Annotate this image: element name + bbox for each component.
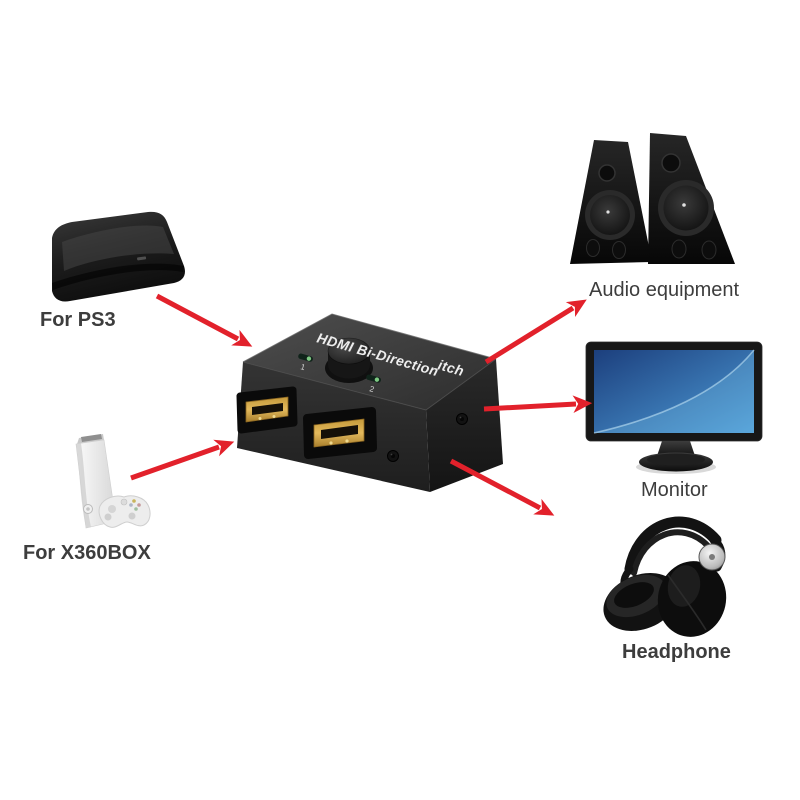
- label-for-x360box: For X360BOX: [23, 542, 151, 564]
- xbox-controller-button-x: [129, 503, 133, 507]
- monitor-screen-swoosh-line: [593, 349, 755, 434]
- hdmi-port-1-pin: [258, 417, 262, 420]
- ps3-logo-mark: [137, 256, 147, 261]
- xbox-controller-guide-button: [120, 498, 128, 506]
- headphone-image: [603, 516, 727, 637]
- xbox-controller-dpad: [108, 505, 116, 513]
- speakers-image: [570, 133, 735, 264]
- xbox-controller-stick-right: [128, 512, 136, 520]
- xbox-controller-button-b: [137, 503, 141, 507]
- speaker-right-woofer: [663, 185, 709, 231]
- monitor-base-top: [647, 453, 705, 466]
- hdmi-port-1: [236, 386, 298, 434]
- monitor-image: [585, 341, 763, 474]
- label-for-ps3: For PS3: [40, 309, 116, 331]
- xbox-controller-button-a: [134, 507, 138, 511]
- headphone-right-earcup-seam: [667, 574, 707, 631]
- hdmi-port-2-slot: [321, 425, 358, 439]
- led-1-label: 1: [299, 362, 306, 372]
- xbox-controller-body: [98, 495, 151, 528]
- speaker-right-tweeter: [661, 153, 681, 173]
- speaker-left-tweeter: [598, 164, 616, 182]
- connection-arrows: [130, 293, 593, 516]
- ps3-top-sheen: [62, 225, 174, 271]
- headphone-band-inner: [631, 529, 711, 576]
- speaker-left-port: [586, 239, 600, 257]
- xbox-controller-stick-left: [104, 513, 112, 521]
- hdmi-port-1-slot: [252, 403, 283, 415]
- hdmi-port-2-pin: [329, 441, 333, 445]
- speaker-left-port: [612, 241, 626, 259]
- led-2: [366, 374, 381, 383]
- switch-top-edge-highlight: [242, 313, 497, 363]
- speaker-right-port: [671, 239, 687, 259]
- headphone-silver-disc-center: [709, 554, 715, 560]
- arrow-switch-to-audio: [484, 299, 587, 365]
- switch-right-face: [426, 359, 503, 492]
- switch-title-line2: itch: [436, 356, 466, 379]
- screw: [387, 450, 399, 462]
- knob-top: [327, 337, 371, 365]
- arrow-ps3-to-switch: [155, 293, 253, 347]
- xbox360-console-image: [75, 434, 151, 529]
- speaker-left-dustcap: [606, 210, 610, 214]
- led-1-dot: [306, 356, 312, 361]
- monitor-screen: [594, 350, 754, 433]
- led-2-dot: [374, 377, 380, 382]
- switch-knob: [325, 337, 373, 383]
- xbox-top-vent: [81, 434, 102, 442]
- label-audio-equipment: Audio equipment: [589, 279, 740, 301]
- hdmi-port-2-pin: [345, 439, 349, 443]
- arrow-switch-to-headphone: [449, 458, 555, 516]
- switch-front-edge-highlight: [242, 358, 497, 411]
- led-1: [298, 353, 313, 362]
- xbox-power-dot: [86, 507, 90, 511]
- headphone-band-outer: [624, 516, 722, 575]
- label-headphone: Headphone: [622, 641, 731, 663]
- speaker-right-dustcap: [682, 203, 686, 207]
- arrow-xbox-to-switch: [130, 439, 235, 481]
- headphone-right-earcup-sheen: [667, 565, 701, 607]
- led-2-label: 2: [368, 384, 375, 394]
- ps3-console-image: [52, 211, 185, 302]
- hdmi-port-2: [303, 407, 377, 459]
- xbox-controller-button-y: [132, 499, 136, 503]
- label-monitor: Monitor: [641, 479, 708, 501]
- monitor-screen-swoosh: [594, 350, 754, 433]
- hdmi-switch-device: 1 2 HDMI Bi-Direction itch: [236, 313, 503, 492]
- ps3-front-band: [52, 263, 184, 290]
- arrow-switch-to-monitor: [483, 395, 593, 413]
- speaker-right-port: [701, 240, 717, 260]
- speaker-left-woofer: [590, 195, 630, 235]
- hdmi-port-1-pin: [272, 415, 276, 418]
- screw: [456, 413, 468, 425]
- headphone-left-earpad-center: [614, 582, 654, 608]
